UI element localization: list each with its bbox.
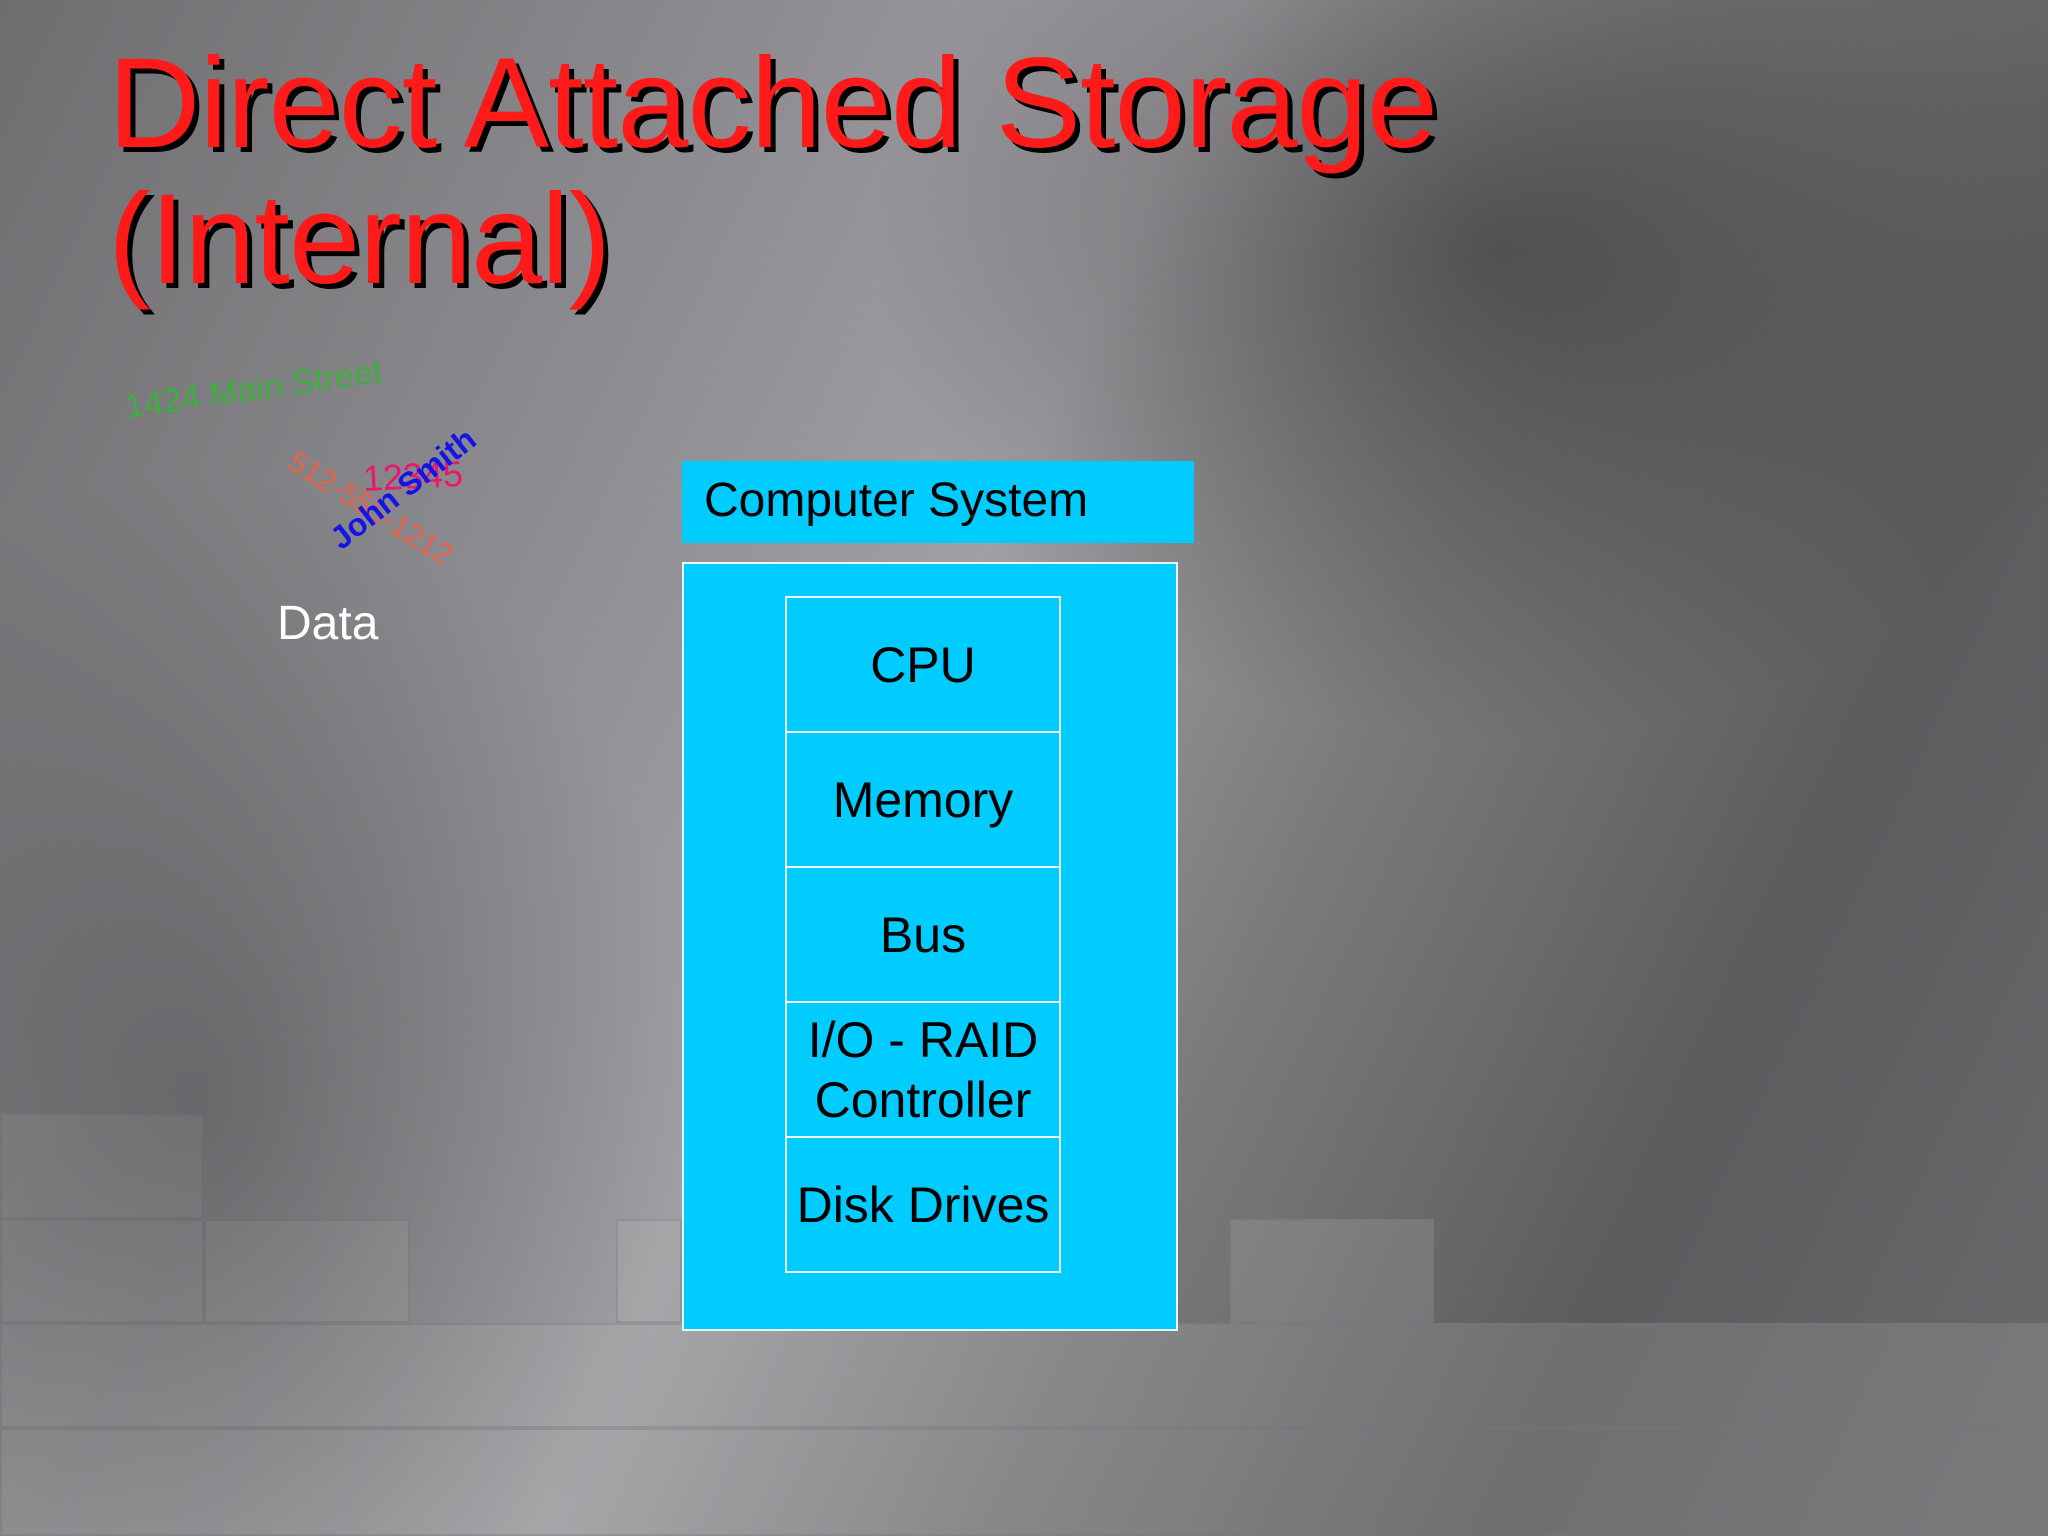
computer-system-header: Computer System	[682, 461, 1194, 543]
computer-system-header-label: Computer System	[704, 474, 1089, 527]
bg-tile	[0, 1219, 204, 1323]
bg-tile	[1230, 1219, 1434, 1323]
layer-io-raid-controller: I/O - RAID Controller	[785, 1001, 1061, 1138]
layer-disk-drives: Disk Drives	[785, 1136, 1061, 1273]
bg-tile	[0, 1113, 204, 1219]
slide-title-line-1: Direct Attached Storage	[108, 32, 1438, 175]
component-stack: CPU Memory Bus I/O - RAID Controller Dis…	[785, 596, 1061, 1273]
computer-system-box: CPU Memory Bus I/O - RAID Controller Dis…	[682, 562, 1178, 1331]
bg-tile	[0, 1428, 2048, 1536]
layer-cpu: CPU	[785, 596, 1061, 733]
slide-title: Direct Attached Storage (Internal)	[108, 32, 1438, 311]
layer-bus: Bus	[785, 866, 1061, 1003]
data-label: Data	[277, 597, 379, 650]
slide-title-line-2: (Internal)	[108, 168, 611, 311]
bg-tile	[204, 1219, 410, 1323]
bg-tile	[616, 1219, 682, 1323]
bg-tile	[0, 1323, 2048, 1428]
layer-memory: Memory	[785, 731, 1061, 868]
